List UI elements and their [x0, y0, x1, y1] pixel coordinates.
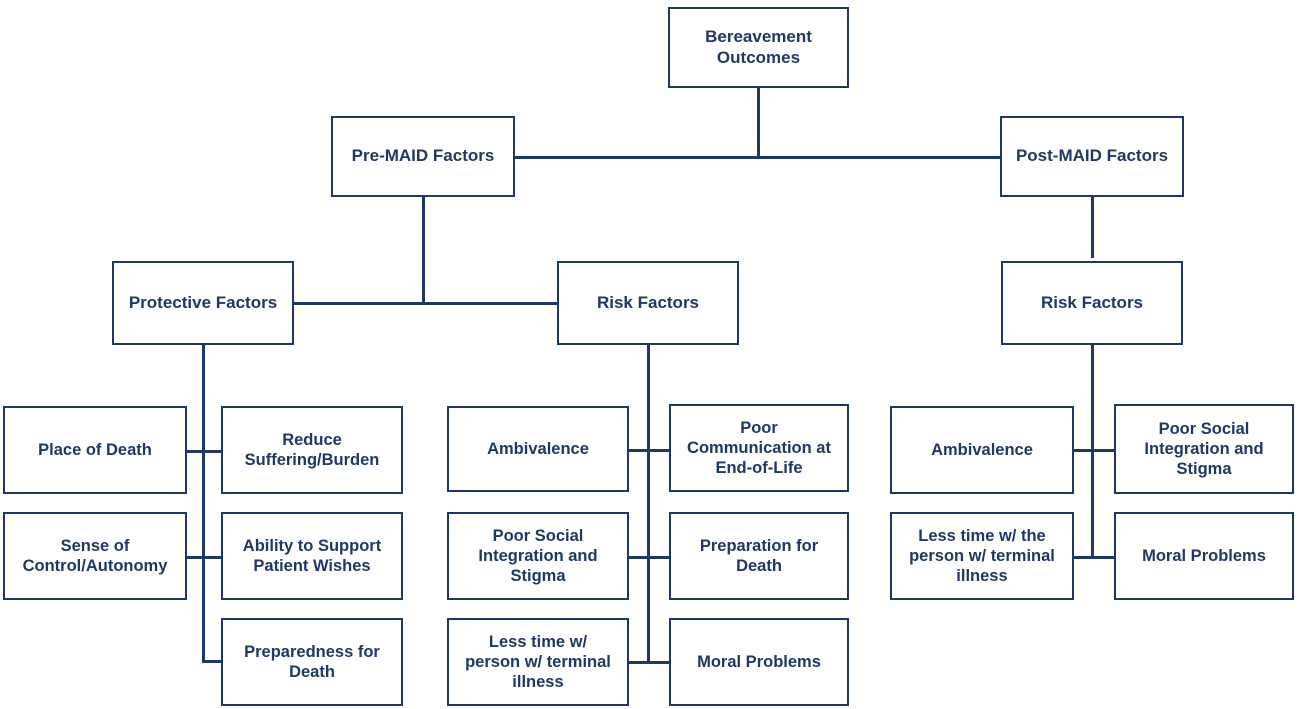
node-label: Place of Death [38, 440, 152, 459]
leaf-post-moral-problems[interactable]: Moral Problems [1114, 512, 1294, 600]
edge-protective-spine [202, 345, 205, 661]
node-label: Ambivalence [487, 439, 589, 458]
leaf-pre-moral-problems[interactable]: Moral Problems [669, 618, 849, 706]
node-label: Bereavement Outcomes [705, 26, 812, 67]
leaf-reduce-suffering-burden[interactable]: Reduce Suffering/Burden [221, 406, 403, 494]
edge-protective-row3 [202, 660, 222, 663]
node-post-maid-factors[interactable]: Post-MAID Factors [1000, 116, 1184, 197]
edge-post-risk-row2 [1074, 556, 1117, 559]
node-label: Reduce Suffering/Burden [244, 430, 380, 469]
node-label: Pre-MAID Factors [351, 146, 495, 166]
edge-pre-risk-row2 [629, 556, 673, 559]
node-label: Moral Problems [697, 652, 821, 671]
edge-pre-risk-row3 [629, 661, 673, 664]
node-label: Protective Factors [128, 292, 278, 312]
node-bereavement-outcomes[interactable]: Bereavement Outcomes [668, 7, 849, 88]
node-protective-factors[interactable]: Protective Factors [112, 261, 294, 345]
leaf-pre-poor-social-integration-stigma[interactable]: Poor Social Integration and Stigma [447, 512, 629, 600]
leaf-pre-ambivalence[interactable]: Ambivalence [447, 406, 629, 492]
node-label: Risk Factors [1040, 292, 1144, 312]
node-label: Risk Factors [596, 292, 700, 312]
edge-post-risk-row1 [1074, 449, 1117, 452]
edge-premaid-down [422, 196, 425, 304]
edge-root-down [757, 88, 760, 158]
node-label: Less time w/ the person w/ terminal illn… [909, 526, 1055, 586]
leaf-post-ambivalence[interactable]: Ambivalence [890, 406, 1074, 494]
node-label: Post-MAID Factors [1015, 146, 1169, 166]
node-label: Preparedness for Death [244, 642, 380, 681]
leaf-preparedness-for-death[interactable]: Preparedness for Death [221, 618, 403, 706]
leaf-ability-to-support-patient-wishes[interactable]: Ability to Support Patient Wishes [221, 512, 403, 600]
leaf-post-poor-social-integration-stigma[interactable]: Poor Social Integration and Stigma [1114, 404, 1294, 494]
node-post-maid-risk-factors[interactable]: Risk Factors [1001, 261, 1183, 345]
edge-pre-risk-spine [647, 345, 650, 663]
node-label: Ability to Support Patient Wishes [242, 536, 382, 575]
edge-postmaid-down [1091, 196, 1094, 258]
node-label: Preparation for Death [699, 536, 819, 575]
leaf-place-of-death[interactable]: Place of Death [3, 406, 187, 494]
node-label: Less time w/ person w/ terminal illness [465, 632, 611, 692]
node-label: Poor Communication at End-of-Life [687, 418, 831, 478]
leaf-pre-less-time-with-person[interactable]: Less time w/ person w/ terminal illness [447, 618, 629, 706]
edge-trunk-horizontal [514, 156, 1005, 159]
node-pre-maid-factors[interactable]: Pre-MAID Factors [331, 116, 515, 197]
leaf-sense-of-control-autonomy[interactable]: Sense of Control/Autonomy [3, 512, 187, 600]
edge-protective-row2 [186, 556, 222, 559]
leaf-pre-preparation-for-death[interactable]: Preparation for Death [669, 512, 849, 600]
edge-pre-risk-row1 [629, 449, 673, 452]
node-label: Poor Social Integration and Stigma [478, 526, 598, 586]
node-label: Moral Problems [1142, 546, 1266, 565]
edge-protective-row1 [186, 450, 222, 453]
node-label: Ambivalence [931, 440, 1033, 459]
edge-premaid-children-horizontal [293, 302, 559, 305]
node-label: Poor Social Integration and Stigma [1144, 419, 1264, 479]
leaf-pre-poor-communication-end-of-life[interactable]: Poor Communication at End-of-Life [669, 404, 849, 492]
node-label: Sense of Control/Autonomy [22, 536, 168, 575]
node-pre-maid-risk-factors[interactable]: Risk Factors [557, 261, 739, 345]
leaf-post-less-time-with-person[interactable]: Less time w/ the person w/ terminal illn… [890, 512, 1074, 600]
